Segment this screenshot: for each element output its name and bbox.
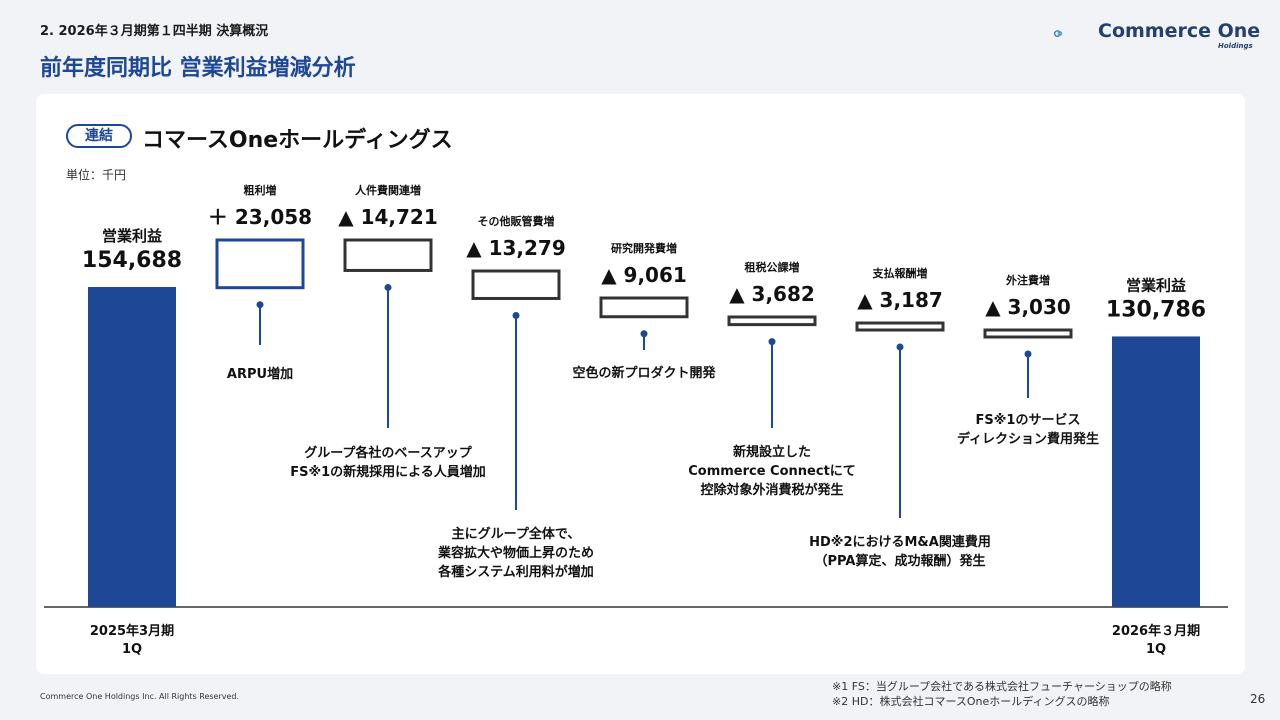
start-label: 営業利益 bbox=[102, 227, 162, 245]
end-period-0: 2026年３月期 bbox=[1112, 623, 1200, 639]
step-note-2-1: FS※1の新規採用による人員増加 bbox=[290, 464, 486, 480]
page-number: 26 bbox=[1250, 692, 1266, 706]
step-value-6: ▲ 3,187 bbox=[857, 288, 943, 312]
start-value: 154,688 bbox=[82, 248, 182, 273]
step-value-2: ▲ 14,721 bbox=[338, 205, 438, 229]
page-title: 前年度同期比 営業利益増減分析 bbox=[40, 56, 356, 81]
step-box-4 bbox=[599, 296, 689, 319]
step-note-5-2: 控除対象外消費税が発生 bbox=[700, 482, 843, 498]
footnote-hd: ※2 HD：株式会社コマースOneホールディングスの略称 bbox=[832, 695, 1110, 708]
step-box-5 bbox=[727, 315, 817, 327]
step-label-6: 支払報酬増 bbox=[872, 266, 928, 280]
step-label-7: 外注費増 bbox=[1005, 273, 1050, 287]
step-note-3-0: 主にグループ全体で、 bbox=[452, 526, 581, 542]
step-label-1: 粗利増 bbox=[244, 183, 277, 197]
unit-label: 単位：千円 bbox=[66, 168, 127, 182]
start-period-0: 2025年3月期 bbox=[90, 623, 174, 639]
section-label: 2. 2026年３月期第１四半期 決算概況 bbox=[40, 24, 269, 39]
step-note-4-0: 空色の新プロダクト開発 bbox=[572, 365, 716, 381]
step-value-3: ▲ 13,279 bbox=[466, 236, 566, 260]
step-box-1 bbox=[215, 238, 305, 290]
consolidated-badge: 連結 bbox=[66, 124, 132, 148]
step-note-7-0: FS※1のサービス bbox=[976, 412, 1081, 428]
chart-panel bbox=[36, 94, 1245, 674]
step-label-5: 租税公課増 bbox=[745, 260, 800, 274]
copyright: Commerce One Holdings Inc. All Rights Re… bbox=[40, 692, 240, 701]
step-note-5-0: 新規設立した bbox=[733, 444, 811, 460]
step-note-3-1: 業容拡大や物価上昇のため bbox=[437, 545, 594, 561]
start-period-1: 1Q bbox=[122, 642, 142, 657]
logo-text: Commerce One bbox=[1098, 20, 1261, 42]
step-value-4: ▲ 9,061 bbox=[601, 263, 687, 287]
step-note-6-1: （PPA算定、成功報酬）発生 bbox=[815, 553, 986, 569]
end-period-1: 1Q bbox=[1146, 642, 1166, 657]
end-value: 130,786 bbox=[1106, 297, 1206, 322]
step-note-5-1: Commerce Connectにて bbox=[688, 464, 856, 479]
step-note-1-0: ARPU増加 bbox=[227, 366, 293, 382]
footnote-fs: ※1 FS：当グループ会社である株式会社フューチャーショップの略称 bbox=[832, 680, 1172, 693]
step-note-3-2: 各種システム利用料が増加 bbox=[437, 564, 594, 580]
step-box-3 bbox=[471, 269, 561, 300]
step-box-2 bbox=[343, 238, 433, 272]
end-label: 営業利益 bbox=[1126, 276, 1186, 294]
step-value-7: ▲ 3,030 bbox=[985, 295, 1071, 319]
step-note-7-1: ディレクション費用発生 bbox=[957, 431, 1099, 447]
company-name: コマースOneホールディングス bbox=[142, 128, 453, 153]
step-box-6 bbox=[855, 321, 945, 332]
step-label-2: 人件費関連増 bbox=[355, 183, 421, 197]
step-note-2-0: グループ各社のベースアップ bbox=[304, 445, 473, 461]
end-bar bbox=[1112, 336, 1200, 607]
logo-subtext: Holdings bbox=[1218, 42, 1253, 50]
step-box-7 bbox=[983, 328, 1073, 339]
step-value-1: ＋ 23,058 bbox=[208, 205, 312, 229]
step-note-6-0: HD※2におけるM&A関連費用 bbox=[809, 534, 991, 550]
step-label-3: その他販管費増 bbox=[478, 214, 555, 228]
step-label-4: 研究開発費増 bbox=[611, 241, 677, 255]
start-bar bbox=[88, 287, 176, 607]
step-value-5: ▲ 3,682 bbox=[729, 282, 815, 306]
logo-icon bbox=[1054, 30, 1063, 37]
